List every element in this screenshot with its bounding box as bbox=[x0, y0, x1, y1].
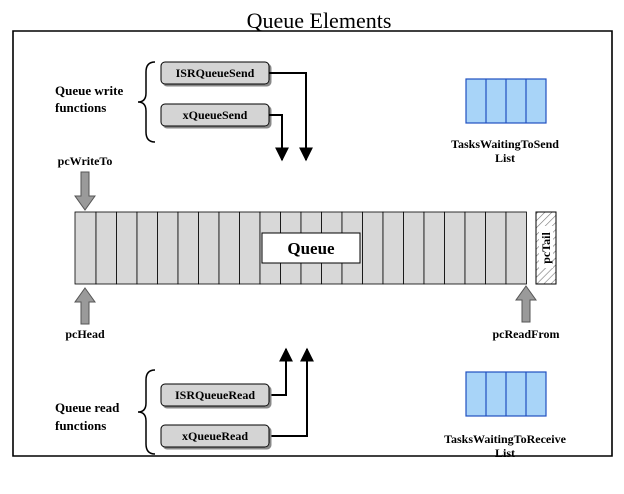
pc-write-to-arrow bbox=[74, 171, 96, 211]
isr-queue-read-arrow bbox=[269, 347, 293, 396]
tasks-waiting-to-receive-list-icon bbox=[465, 371, 547, 417]
pc-read-from-label: pcReadFrom bbox=[492, 327, 559, 341]
queue-cell bbox=[74, 211, 97, 285]
read-group-label-line1: Queue read bbox=[55, 400, 120, 415]
queue-cell bbox=[444, 211, 466, 285]
x-queue-read-box: xQueueRead bbox=[160, 424, 270, 448]
queue-cell bbox=[157, 211, 179, 285]
write-group-brace bbox=[137, 61, 156, 143]
queue-cell bbox=[239, 211, 261, 285]
isr-queue-read-label: ISRQueueRead bbox=[175, 388, 255, 402]
queue-cell bbox=[382, 211, 404, 285]
queue-cell bbox=[95, 211, 117, 285]
send-list-label-line1: TasksWaitingToSend bbox=[451, 137, 559, 151]
queue-cell bbox=[403, 211, 425, 285]
write-group-label-line2: functions bbox=[55, 100, 106, 115]
isr-queue-send-label: ISRQueueSend bbox=[176, 66, 255, 80]
x-queue-send-box: xQueueSend bbox=[160, 103, 270, 127]
outer-frame bbox=[12, 30, 613, 457]
pc-read-from-arrow bbox=[515, 285, 537, 323]
isr-queue-send-arrow bbox=[269, 72, 313, 162]
queue-cell bbox=[198, 211, 220, 285]
read-group-label-line2: functions bbox=[55, 418, 106, 433]
x-queue-read-arrow bbox=[269, 347, 314, 437]
diagram-title: Queue Elements bbox=[247, 8, 392, 33]
queue-cell bbox=[362, 211, 384, 285]
queue-cell bbox=[136, 211, 158, 285]
queue-cell bbox=[218, 211, 240, 285]
queue-cell bbox=[177, 211, 199, 285]
tasks-waiting-to-send-list-icon bbox=[465, 78, 547, 124]
pc-write-to-label: pcWriteTo bbox=[58, 154, 113, 168]
send-list-label-line2: List bbox=[495, 151, 515, 165]
queue-label-box: Queue bbox=[261, 232, 361, 264]
pc-tail-label: pcTail bbox=[539, 232, 553, 264]
x-queue-read-label: xQueueRead bbox=[182, 429, 248, 443]
queue-cell bbox=[464, 211, 486, 285]
isr-queue-read-box: ISRQueueRead bbox=[160, 383, 270, 407]
pc-head-label: pcHead bbox=[65, 327, 105, 341]
queue-cell bbox=[116, 211, 138, 285]
queue-cells bbox=[74, 211, 527, 285]
queue-label: Queue bbox=[287, 239, 335, 258]
pc-head-arrow bbox=[74, 287, 96, 325]
receive-list-label-line1: TasksWaitingToReceive bbox=[444, 432, 566, 446]
write-group-label-line1: Queue write bbox=[55, 83, 123, 98]
isr-queue-send-box: ISRQueueSend bbox=[160, 61, 270, 85]
x-queue-send-arrow bbox=[269, 114, 289, 162]
read-group-brace bbox=[137, 369, 156, 455]
queue-cell bbox=[505, 211, 527, 285]
queue-cell bbox=[423, 211, 445, 285]
receive-list-label-line2: List bbox=[495, 446, 515, 460]
queue-cell bbox=[485, 211, 507, 285]
x-queue-send-label: xQueueSend bbox=[183, 108, 248, 122]
queue-tail-cell: pcTail bbox=[535, 211, 557, 285]
